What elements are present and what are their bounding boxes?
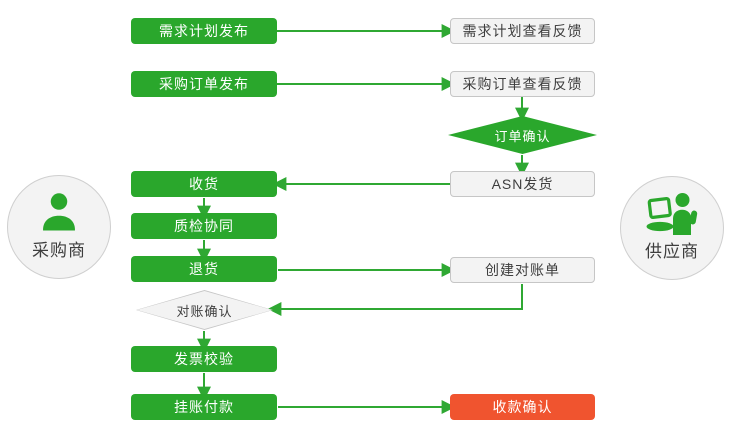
arrow-statement-to-confirm: [267, 284, 523, 316]
flow-node-create-statement: 创建对账单: [450, 257, 595, 283]
flow-node-po-publish: 采购订单发布: [131, 71, 277, 97]
person-laptop-icon: [646, 189, 698, 235]
flow-node-invoice-check: 发票校验: [131, 346, 277, 372]
actor-buyer: 采购商: [7, 175, 111, 279]
flow-node-book-payment: 挂账付款: [131, 394, 277, 420]
decision-statement-confirm: 对账确认: [136, 290, 273, 330]
decision-statement-confirm-label: 对账确认: [137, 291, 272, 329]
actor-supplier: 供应商: [620, 176, 724, 280]
flow-node-receive-goods: 收货: [131, 171, 277, 197]
person-icon: [37, 188, 81, 234]
actor-buyer-label: 采购商: [32, 241, 86, 260]
flow-node-quality-collab: 质检协同: [131, 213, 277, 239]
actor-supplier-label: 供应商: [645, 242, 699, 261]
flow-node-po-feedback: 采购订单查看反馈: [450, 71, 595, 97]
flow-node-demand-plan-publish: 需求计划发布: [131, 18, 277, 44]
flow-node-return-goods: 退货: [131, 256, 277, 282]
flow-node-asn-ship: ASN发货: [450, 171, 595, 197]
flow-node-payment-confirm: 收款确认: [450, 394, 595, 420]
decision-order-confirm: 订单确认: [448, 116, 597, 154]
flow-node-demand-plan-feedback: 需求计划查看反馈: [450, 18, 595, 44]
